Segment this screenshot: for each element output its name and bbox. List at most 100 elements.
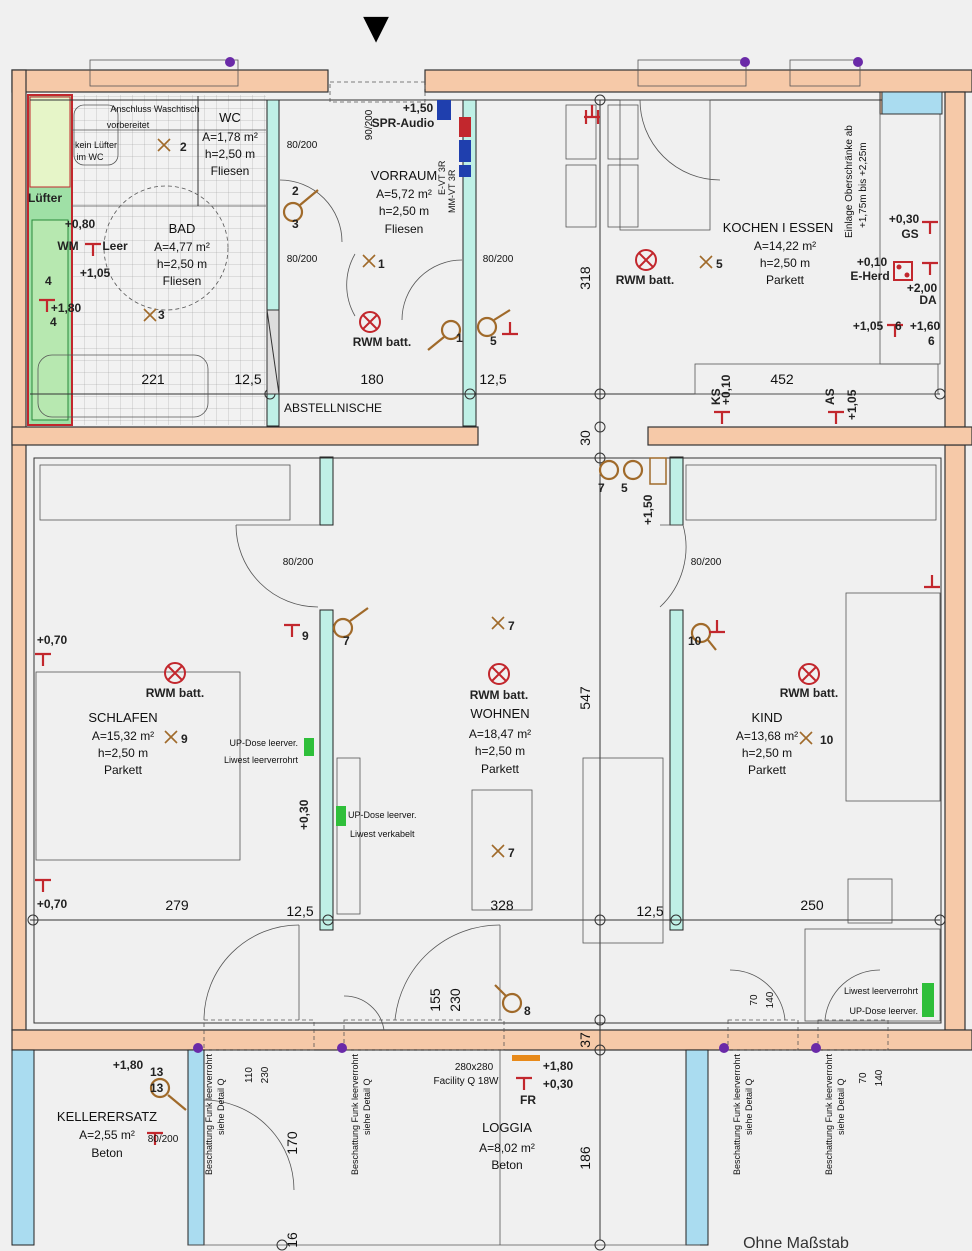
door-dim-schlafen: 80/200	[283, 557, 314, 568]
wc-floor: Fliesen	[211, 164, 250, 178]
einlage-line2: +1,75m bis +2,25m	[858, 142, 869, 228]
bad-floor: Fliesen	[163, 274, 202, 288]
evt-label: E-VT 3R	[437, 160, 447, 195]
beschattung-3: Beschattung Funk leerverrohrt	[732, 1053, 742, 1175]
h-150-flur: +1,50	[641, 494, 655, 525]
h-105-kitchen: +1,05	[853, 319, 884, 333]
annotations: Anschluss Waschtisch vorbereitet kein Lü…	[28, 104, 937, 1175]
door-dim-bad: 80/200	[287, 254, 318, 265]
circuit-9: 9	[181, 732, 188, 746]
kind-floor: Parkett	[748, 763, 787, 777]
loggia-name: LOGGIA	[482, 1120, 532, 1135]
rwm-label-wohnen: RWM batt.	[470, 688, 528, 702]
wc-height: h=2,50 m	[205, 147, 255, 161]
dim-452: 452	[770, 371, 794, 387]
keller-floor: Beton	[91, 1146, 122, 1160]
h-010: +0,10	[857, 255, 888, 269]
vorraum-name: VORRAUM	[371, 168, 437, 183]
circuit-1: 1	[378, 257, 385, 271]
as-label: AS	[823, 388, 837, 405]
entrance-marker: ▼	[354, 3, 398, 52]
luefter-label: Lüfter	[28, 191, 62, 205]
dim-12-5a: 12,5	[234, 371, 261, 387]
circuit-7d: 7	[343, 634, 350, 648]
h-180-keller: +1,80	[113, 1058, 144, 1072]
loggia-area: A=8,02 m²	[479, 1141, 535, 1155]
dim-318: 318	[577, 266, 593, 290]
h-010-ks: +0,10	[719, 374, 733, 405]
room-lines	[30, 96, 942, 1246]
kind-height: h=2,50 m	[742, 746, 792, 760]
room-kellerersatz: KELLERERSATZ A=2,55 m² Beton	[57, 1109, 157, 1160]
anschluss-note: Anschluss Waschtisch	[110, 104, 199, 114]
dim-230: 230	[447, 988, 463, 1012]
circuit-2: 2	[180, 140, 187, 154]
leer-label: Leer	[102, 239, 128, 253]
glass-panels	[266, 91, 943, 395]
dim-230b: 230	[260, 1066, 271, 1083]
h-105-as: +1,05	[845, 389, 859, 420]
h-080: +0,80	[65, 217, 96, 231]
facility-size: 280x280	[455, 1062, 494, 1073]
kein-luefter-note: kein Lüfter	[75, 140, 117, 150]
keller-area: A=2,55 m²	[79, 1128, 135, 1142]
dim-16: 16	[284, 1232, 300, 1248]
door-dim-kueche: 80/200	[483, 254, 514, 265]
circuit-2b: 2	[292, 184, 299, 198]
fr-label: FR	[520, 1093, 536, 1107]
dim-140: 140	[765, 991, 776, 1008]
wohnen-height: h=2,50 m	[475, 744, 525, 758]
circuit-numbers: 2 3 1 5 4 4 6 6 9 7 7 10 8 13 13 2 3 5 1…	[45, 140, 935, 1095]
rwm-label-vorraum: RWM batt.	[353, 335, 411, 349]
room-bad: BAD A=4,77 m² h=2,50 m Fliesen	[154, 221, 210, 288]
vorraum-height: h=2,50 m	[379, 204, 429, 218]
h-070-bottom: +0,70	[37, 897, 68, 911]
da-label: DA	[919, 293, 937, 307]
beschattung-4: Beschattung Funk leerverrohrt	[824, 1053, 834, 1175]
kind-name: KIND	[751, 710, 782, 725]
dim-279: 279	[165, 897, 189, 913]
wc-name: WC	[219, 110, 241, 125]
circuit-10: 10	[820, 733, 834, 747]
dim-250: 250	[800, 897, 824, 913]
furniture	[35, 99, 941, 1022]
door-dim-wc: 80/200	[287, 140, 318, 151]
siehe-3: siehe Detail Q	[744, 1078, 754, 1135]
electrical-symbols	[35, 57, 940, 1145]
kind-area: A=13,68 m²	[736, 729, 798, 743]
bad-area: A=4,77 m²	[154, 240, 210, 254]
room-wohnen: WOHNEN A=18,47 m² h=2,50 m Parkett	[469, 706, 531, 776]
siehe-1: siehe Detail Q	[216, 1078, 226, 1135]
dim-37: 37	[577, 1032, 593, 1048]
room-kochen: KOCHEN I ESSEN A=14,22 m² h=2,50 m Parke…	[723, 220, 834, 287]
siehe-4: siehe Detail Q	[836, 1078, 846, 1135]
wohnen-area: A=18,47 m²	[469, 727, 531, 741]
h-200: +2,00	[907, 281, 938, 295]
schlafen-height: h=2,50 m	[98, 746, 148, 760]
circuit-5: 5	[716, 257, 723, 271]
circuit-6a: 6	[928, 334, 935, 348]
room-loggia: LOGGIA A=8,02 m² Beton	[479, 1120, 535, 1172]
wm-label: WM	[57, 239, 78, 253]
rwm-label-kochen: RWM batt.	[616, 273, 674, 287]
dim-221: 221	[141, 371, 165, 387]
openings	[203, 81, 889, 1051]
circuit-5b: 5	[490, 334, 497, 348]
vorbereitet-note: vorbereitet	[107, 120, 150, 130]
vorraum-floor: Fliesen	[385, 222, 424, 236]
h-030: +0,30	[889, 212, 920, 226]
wohnen-floor: Parkett	[481, 762, 520, 776]
kochen-name: KOCHEN I ESSEN	[723, 220, 834, 235]
liwest-leer-1: Liwest leerverrohrt	[224, 755, 299, 765]
dim-328: 328	[490, 897, 514, 913]
circuit-6b: 6	[895, 319, 902, 333]
circuit-7a: 7	[508, 619, 515, 633]
h-070-top: +0,70	[37, 633, 68, 647]
schlafen-area: A=15,32 m²	[92, 729, 154, 743]
room-kind: KIND A=13,68 m² h=2,50 m Parkett	[736, 710, 798, 777]
spr-audio-label: SPR-Audio	[372, 116, 435, 130]
dimensions: 221 12,5 180 12,5 452 318 30 547 279 12,…	[141, 109, 885, 1248]
rwm-label-schlafen: RWM batt.	[146, 686, 204, 700]
dim-70: 70	[749, 994, 760, 1006]
